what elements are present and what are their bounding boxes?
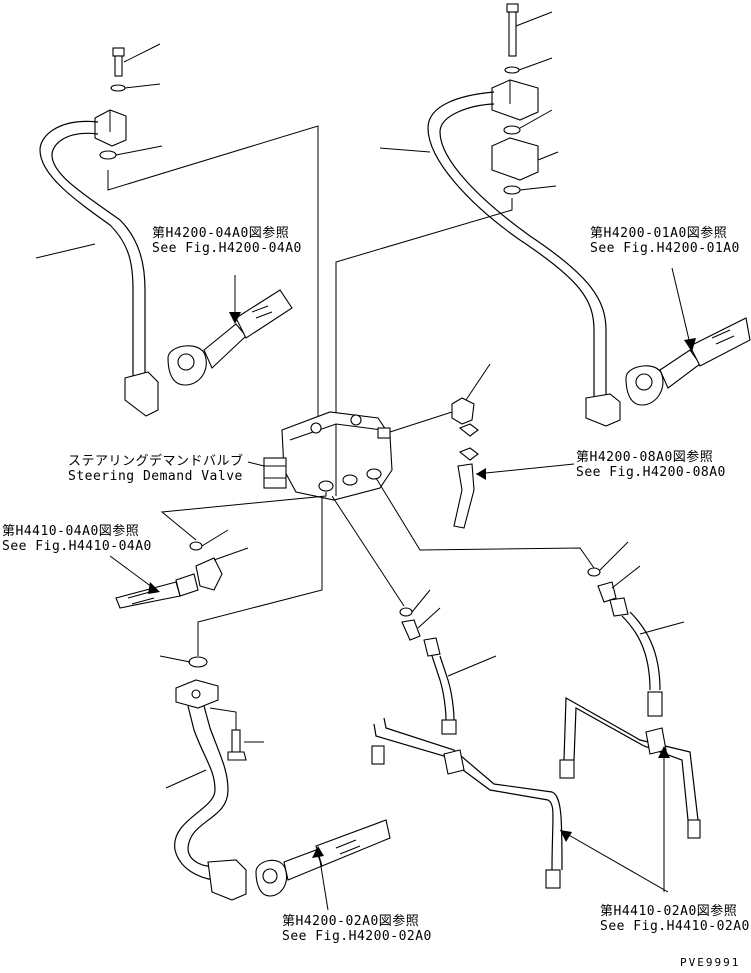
label-ref-4200-01: 第H4200-01A0図参照 See Fig.H4200-01A0 xyxy=(590,226,740,256)
label-ref-4410-02-en: See Fig.H4410-02A0 xyxy=(600,919,750,934)
label-valve-en: Steering Demand Valve xyxy=(68,469,243,484)
label-ref-4200-02-jp: 第H4200-02A0図参照 xyxy=(282,914,420,929)
label-ref-4200-08-jp: 第H4200-08A0図参照 xyxy=(576,450,714,465)
label-ref-4200-01-jp: 第H4200-01A0図参照 xyxy=(590,226,728,241)
label-ref-4200-02-en: See Fig.H4200-02A0 xyxy=(282,929,432,944)
elbow-hose-4200-08 xyxy=(451,363,575,529)
steering-demand-valve xyxy=(160,411,595,656)
label-ref-4200-08: 第H4200-08A0図参照 See Fig.H4200-08A0 xyxy=(576,450,726,480)
center-tube-assembly xyxy=(371,589,669,893)
hose-4200-01 xyxy=(625,267,751,406)
label-ref-4410-04-jp: 第H4410-04A0図参照 xyxy=(2,524,140,539)
label-ref-4200-04-en: See Fig.H4200-04A0 xyxy=(152,241,302,256)
label-ref-4200-04: 第H4200-04A0図参照 See Fig.H4200-04A0 xyxy=(152,226,302,256)
label-ref-4410-02: 第H4410-02A0図参照 See Fig.H4410-02A0 xyxy=(600,904,750,934)
hose-4200-04 xyxy=(167,275,293,386)
label-ref-4410-04: 第H4410-04A0図参照 See Fig.H4410-04A0 xyxy=(2,524,152,554)
top-right-pipe-assembly xyxy=(335,3,621,427)
label-ref-4410-04-en: See Fig.H4410-04A0 xyxy=(2,539,152,554)
elbow-hose-4410-04 xyxy=(109,529,249,609)
label-ref-4200-04-jp: 第H4200-04A0図参照 xyxy=(152,226,290,241)
label-valve-jp: ステアリングデマンドバルブ xyxy=(68,454,244,469)
drawing-code: PVE9991 xyxy=(680,956,741,969)
top-left-pipe-assembly xyxy=(35,43,319,420)
label-valve: ステアリングデマンドバルブ Steering Demand Valve xyxy=(68,454,244,484)
label-ref-4200-08-en: See Fig.H4200-08A0 xyxy=(576,465,726,480)
label-ref-4200-02: 第H4200-02A0図参照 See Fig.H4200-02A0 xyxy=(282,914,432,944)
label-ref-4410-02-jp: 第H4410-02A0図参照 xyxy=(600,904,738,919)
hose-4200-02 xyxy=(255,819,391,911)
bottom-left-pipe-assembly xyxy=(159,655,264,901)
right-tube-assembly xyxy=(559,541,701,892)
label-ref-4200-01-en: See Fig.H4200-01A0 xyxy=(590,241,740,256)
